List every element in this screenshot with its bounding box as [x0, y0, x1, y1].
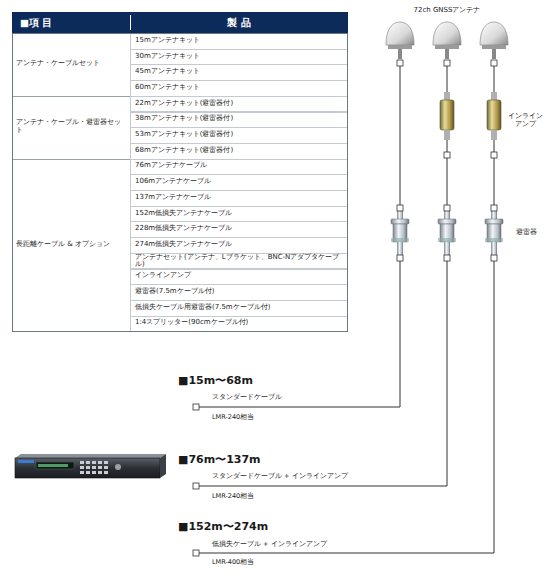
category-name: 長距離ケーブル & オプション — [16, 241, 126, 249]
product-name: 274m低損失アンテナケーブル — [135, 241, 344, 248]
table-header-text: 製 品 — [227, 17, 250, 27]
part-label: LMR-400相当 — [212, 559, 254, 566]
product-name: 53mアンテナキット(避雷器付) — [135, 131, 344, 138]
part-label: 避雷器 — [516, 229, 537, 237]
product-name: 38mアンテナキット(避雷器付) — [135, 116, 344, 123]
range-heading: ■15m〜68m — [178, 375, 253, 387]
product-name: 低損失ケーブル用避雷器(7.5mケーブル付) — [135, 304, 344, 311]
part-label: LMR-240相当 — [212, 493, 254, 500]
arresters — [391, 211, 503, 255]
part-label: 72ch GNSSアンテナ — [414, 7, 481, 15]
part-label: 低損失ケーブル + インラインアンプ — [212, 541, 327, 548]
product-name: アンテナセット(アンテナ、Lブラケット、BNC-Nアダプタケーブル) — [135, 253, 344, 268]
range-heading: ■152m〜274m — [178, 521, 268, 533]
product-name: 76mアンテナケーブル — [135, 163, 344, 170]
product-name: 106mアンテナケーブル — [135, 178, 344, 185]
antennas — [386, 22, 508, 59]
product-name: 68mアンテナキット(避雷器付) — [135, 147, 344, 154]
header-divider — [130, 15, 131, 30]
product-name: 30mアンテナキット — [135, 53, 344, 60]
category-name: アンテナ・ケーブルセット — [16, 61, 126, 69]
product-name: 22mアンテナキット(避雷器付) — [135, 100, 344, 107]
product-name: 60mアンテナキット — [135, 84, 344, 91]
category-name: アンテナ・ケーブル・避雷器セット — [16, 120, 126, 135]
part-label: インライン アンプ — [507, 113, 543, 128]
category-cell — [12, 96, 131, 160]
part-label: スタンダードケーブル — [212, 394, 282, 401]
receiver-device — [15, 454, 166, 478]
part-label: スタンダードケーブル + インラインアンプ — [212, 473, 348, 480]
product-name: 45mアンテナキット — [135, 69, 344, 76]
table-header — [12, 12, 348, 33]
product-name: 1:4スプリッター(90cmケーブル付) — [135, 320, 344, 327]
part-label: LMR-240相当 — [212, 414, 254, 421]
product-name: 152m低損失アンテナケーブル — [135, 210, 344, 217]
product-name: 228m低損失アンテナケーブル — [135, 226, 344, 233]
table-header-text: ■項 目 — [20, 17, 52, 27]
range-heading: ■76m〜137m — [178, 454, 261, 466]
product-name: インラインアンプ — [135, 273, 344, 280]
inline-amps — [440, 92, 501, 140]
product-name: 避雷器(7.5mケーブル付) — [135, 288, 344, 295]
product-name: 137mアンテナケーブル — [135, 194, 344, 201]
product-name: 15mアンテナキット — [135, 37, 344, 44]
